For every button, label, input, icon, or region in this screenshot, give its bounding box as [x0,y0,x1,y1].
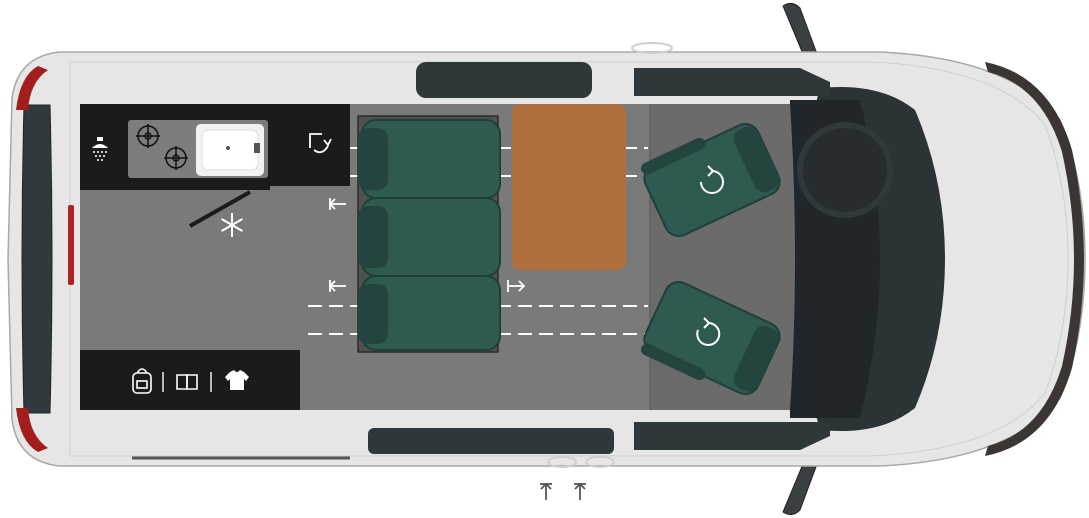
rear-window [21,104,53,414]
arrow-up-icon [540,482,552,500]
sliding-door-window [368,428,614,454]
van-roof-highlight [69,61,1069,457]
shower-icon [92,137,108,161]
tshirt-icon [225,370,249,390]
swivel-seat-driver [640,122,781,238]
tail-light-bottom [16,408,48,452]
backpack-icon [132,368,152,394]
book-icon [176,374,198,390]
bench-seat-3 [358,275,501,351]
sink-inner [201,129,259,171]
water-tank-unit [292,104,350,186]
fridge-lid [189,190,251,228]
arrow-up-icon [574,482,586,500]
front-door-window-bottom [634,422,830,450]
stove-icon [136,124,188,170]
arrow-right-icon [507,280,526,292]
steering-wheel [797,122,893,218]
tail-light-top [16,66,48,110]
snowflake-icon [221,213,243,237]
storage-cabinet [80,350,300,410]
arrow-left-icon [328,198,346,210]
bench-seat-2 [358,197,501,277]
door-handle-bottom-1 [547,456,577,468]
sink-tap [254,143,260,153]
sink-drain [226,146,230,150]
swivel-seat-passenger [640,280,781,396]
door-handle-bottom-2 [585,456,615,468]
door-handle-top [631,42,673,54]
water-tap-icon [309,133,332,154]
side-window-top-rear [416,62,592,98]
table [512,104,626,270]
bench-seat-1 [358,119,501,199]
rear-marker-light [68,205,74,285]
rotate-counterclockwise-icon [696,317,721,346]
rotate-clockwise-icon [700,165,724,194]
arrow-left-icon [328,280,346,292]
front-door-window-top [634,68,830,96]
